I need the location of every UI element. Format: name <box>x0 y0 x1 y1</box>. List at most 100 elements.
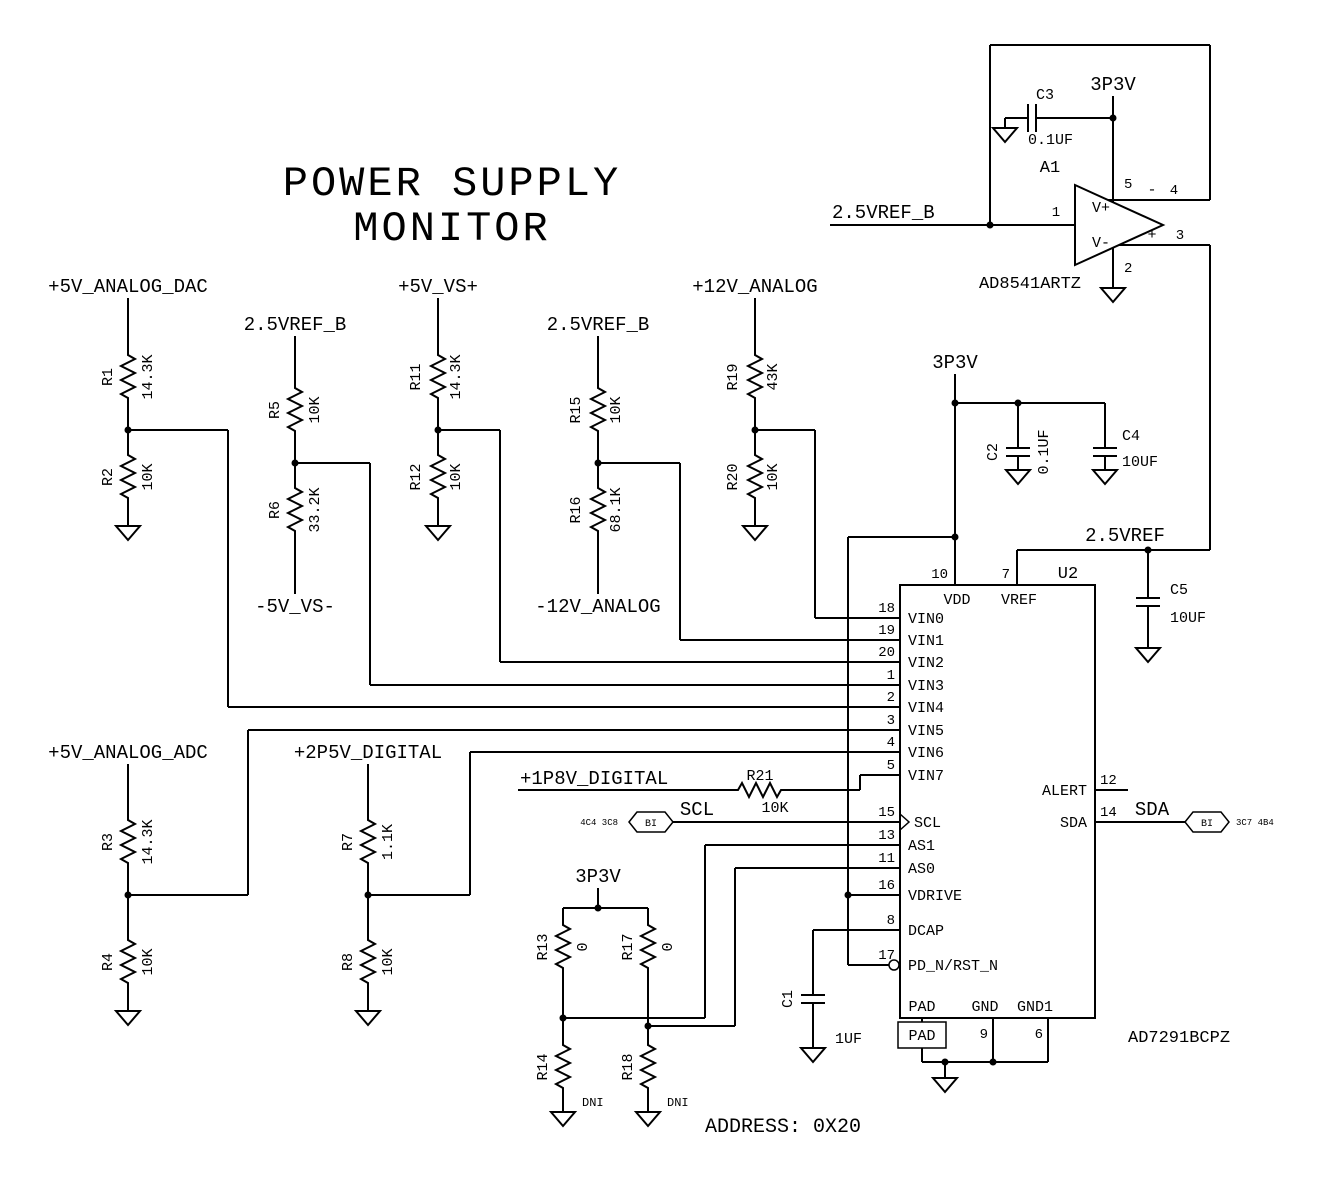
u2-pin-num-vref: 7 <box>1002 567 1010 583</box>
resistor-icon-r12 <box>430 444 446 511</box>
junction-dot <box>951 399 959 407</box>
opamp-part-number: AD8541ARTZ <box>979 275 1081 294</box>
resistor-symbols <box>120 344 794 1101</box>
resistor-value-r14: DNI <box>582 1096 604 1110</box>
junction-dot <box>364 891 372 899</box>
net-label-p12v-analog: +12V_ANALOG <box>692 276 817 298</box>
resistor-value-r15: 10K <box>608 396 625 423</box>
labels: POWER SUPPLY MONITOR +5V_ANALOG_DAC 2.5V… <box>48 74 1274 1139</box>
u2-pin-num-vin5: 3 <box>887 713 895 729</box>
junction-dot <box>1144 546 1152 554</box>
resistor-value-r20: 10K <box>765 463 782 490</box>
resistor-icon-r4 <box>120 929 136 996</box>
u2-pin-name-as0: AS0 <box>908 861 935 878</box>
resistor-ref-r8: R8 <box>340 953 357 971</box>
u2-pin-name-vin6: VIN6 <box>908 745 944 762</box>
resistor-icon-r3 <box>120 809 136 876</box>
resistor-icon-r21 <box>727 782 794 798</box>
u2-pin-num-scl: 15 <box>878 805 895 821</box>
resistor-value-r8: 10K <box>380 948 397 975</box>
resistor-value-r2: 10K <box>140 463 157 490</box>
capacitor-value-c3: 0.1UF <box>1028 132 1073 149</box>
capacitor-value-c5: 10UF <box>1170 610 1206 627</box>
u2-pin-name-vin4: VIN4 <box>908 700 944 717</box>
u2-pin-name-vin3: VIN3 <box>908 678 944 695</box>
net-label-p3p3v-main: 3P3V <box>932 352 978 374</box>
u2-ref: U2 <box>1058 565 1078 584</box>
u2-pin-num-vin6: 4 <box>887 735 895 751</box>
u2-pin-num-vin2: 20 <box>878 645 895 661</box>
capacitor-value-c2: 0.1UF <box>1036 429 1053 474</box>
ground-icon <box>800 1047 826 1063</box>
u2-pin-name-dcap: DCAP <box>908 923 944 940</box>
capacitor-ref-c5: C5 <box>1170 582 1188 599</box>
resistor-ref-r13: R13 <box>535 933 552 960</box>
u2-pin-num-as0: 11 <box>878 851 895 867</box>
ground-icon <box>550 1111 576 1127</box>
address-note: ADDRESS: 0X20 <box>705 1116 861 1139</box>
u2-pin-num-vin3: 1 <box>887 668 895 684</box>
resistor-value-r3: 14.3K <box>140 819 157 864</box>
u2-pin-name-vin0: VIN0 <box>908 611 944 628</box>
u2-pin-name-vin5: VIN5 <box>908 723 944 740</box>
net-label-sda: SDA <box>1135 799 1170 821</box>
scl-offpage-connector-icon <box>628 811 674 833</box>
capacitor-value-c4: 10UF <box>1122 454 1158 471</box>
resistor-ref-r12: R12 <box>408 463 425 490</box>
sda-connector-tag: BI <box>1201 819 1213 830</box>
opamp-pin-5: 5 <box>1124 177 1132 193</box>
resistor-icon-r20 <box>747 444 763 511</box>
ground-icon <box>355 1010 381 1026</box>
u2-pin-name-alert: ALERT <box>1042 783 1087 800</box>
resistor-ref-r17: R17 <box>620 933 637 960</box>
u2-pin-name-vin1: VIN1 <box>908 633 944 650</box>
u2-pin-name-vin2: VIN2 <box>908 655 944 672</box>
ground-icon <box>932 1077 958 1093</box>
net-label-p2p5v-digital: +2P5V_DIGITAL <box>294 742 442 764</box>
resistor-value-r16: 68.1K <box>608 487 625 532</box>
resistor-value-r11: 14.3K <box>448 354 465 399</box>
opamp-pin-4: 4 <box>1170 183 1178 199</box>
resistor-icon-r13 <box>555 914 571 981</box>
net-label-p3p3v-opamp: 3P3V <box>1090 74 1136 96</box>
resistor-icon-r2 <box>120 444 136 511</box>
u2-pin-name-pad: PAD <box>908 999 935 1016</box>
u2-pin-num-sda: 14 <box>1100 805 1117 821</box>
resistor-ref-r6: R6 <box>267 501 284 519</box>
u2-pin-num-vdd: 10 <box>931 567 948 583</box>
u2-pad-box-label: PAD <box>908 1028 935 1045</box>
u2-body <box>899 584 1096 1019</box>
resistor-ref-r3: R3 <box>100 833 117 851</box>
u2-pin-num-vin7: 5 <box>887 758 895 774</box>
page-title-line2: MONITOR <box>353 205 550 253</box>
resistor-ref-r1: R1 <box>100 368 117 386</box>
net-label-scl: SCL <box>680 799 714 821</box>
resistor-icon-r1 <box>120 344 136 411</box>
ground-icon <box>425 525 451 541</box>
ground-icon <box>1100 287 1126 303</box>
u2-pin-num-gnd1: 6 <box>1035 1027 1043 1043</box>
u2-pin-name-gnd1: GND1 <box>1017 999 1053 1016</box>
junction-dot <box>1014 399 1022 407</box>
junction-dot <box>124 426 132 434</box>
capacitor-ref-c2: C2 <box>985 443 1002 461</box>
junction-dot <box>594 904 602 912</box>
capacitor-ref-c3: C3 <box>1036 87 1054 104</box>
u2-pin-num-vin0: 18 <box>878 601 895 617</box>
u2-pad-box <box>897 1021 947 1049</box>
u2-pin-name-as1: AS1 <box>908 838 935 855</box>
ground-icon <box>1005 469 1031 485</box>
junction-dot <box>1109 114 1117 122</box>
ground-icon <box>115 525 141 541</box>
scl-clock-marker <box>899 813 911 831</box>
u2-pin-num-vin4: 2 <box>887 690 895 706</box>
resistor-ref-r11: R11 <box>408 363 425 390</box>
ground-icon <box>635 1111 661 1127</box>
u2-pin-num-alert: 12 <box>1100 773 1117 789</box>
resistor-value-r4: 10K <box>140 948 157 975</box>
resistor-icon-r6 <box>287 477 303 544</box>
u2-pin-name-pdn: PD_N/RST_N <box>908 958 998 975</box>
ground-icon <box>742 525 768 541</box>
